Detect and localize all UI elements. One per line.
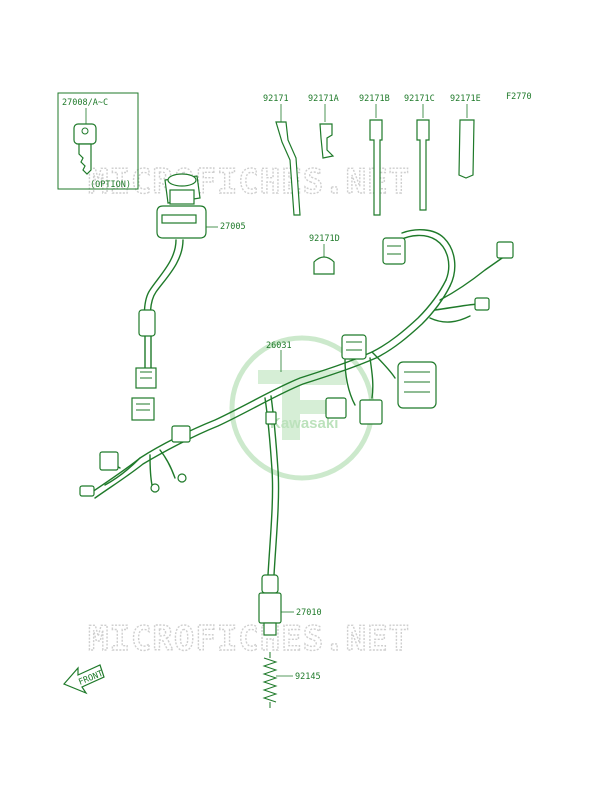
connector-left-a xyxy=(99,451,119,471)
connector-low-b xyxy=(359,399,383,425)
sensor-label: 27010 xyxy=(296,608,322,618)
clamp-92171-label: 92171 xyxy=(263,94,289,104)
ign-switch-label: 27005 xyxy=(220,222,246,232)
clamp-92171a-label: 92171A xyxy=(308,94,339,104)
watermark-bottom: MICROFICHES.NET xyxy=(88,619,410,659)
front-arrow-icon: FRONT xyxy=(62,664,105,695)
connector-right-b xyxy=(474,297,490,311)
connector-mid xyxy=(341,334,367,360)
switch-cable-sleeve xyxy=(138,309,156,337)
connector-low-a xyxy=(325,397,347,419)
ignition-switch xyxy=(156,173,218,239)
connector-top xyxy=(382,237,406,265)
logo-wordmark: Kawasaki xyxy=(270,415,338,432)
harness-connector-left xyxy=(131,397,155,421)
sensor-27010 xyxy=(258,574,294,636)
clamp-92171e-label: 92171E xyxy=(450,94,481,104)
key-option-note: (OPTION) xyxy=(90,180,131,190)
regulator-block xyxy=(397,361,437,409)
spring-92145 xyxy=(262,652,293,708)
key-option-box: 27008/A~C (OPTION) xyxy=(57,92,139,190)
connector-branch xyxy=(265,411,277,425)
clamp-92171d-label: 92171D xyxy=(309,234,340,244)
terminal-ring-a xyxy=(150,483,160,493)
key-part-label: 27008/A~C xyxy=(62,98,108,108)
clamps-row: 92171 92171A 92171B 92171C 92171E 92171D xyxy=(263,94,481,275)
clamp-92171b-label: 92171B xyxy=(359,94,390,104)
harness-connectors xyxy=(79,237,514,497)
connector-right-a xyxy=(496,241,514,259)
harness-label: 26031 xyxy=(266,341,292,351)
connector-left-c xyxy=(171,425,191,443)
ignition-key-icon xyxy=(73,123,97,175)
figure-code: F2770 xyxy=(506,92,532,102)
main-harness xyxy=(91,229,506,576)
connector-left-b xyxy=(79,485,95,497)
clamp-92171c-label: 92171C xyxy=(404,94,435,104)
terminal-ring-b xyxy=(177,473,187,483)
watermark-top: MICROFICHES.NET xyxy=(88,162,410,202)
spring-label: 92145 xyxy=(295,672,321,682)
